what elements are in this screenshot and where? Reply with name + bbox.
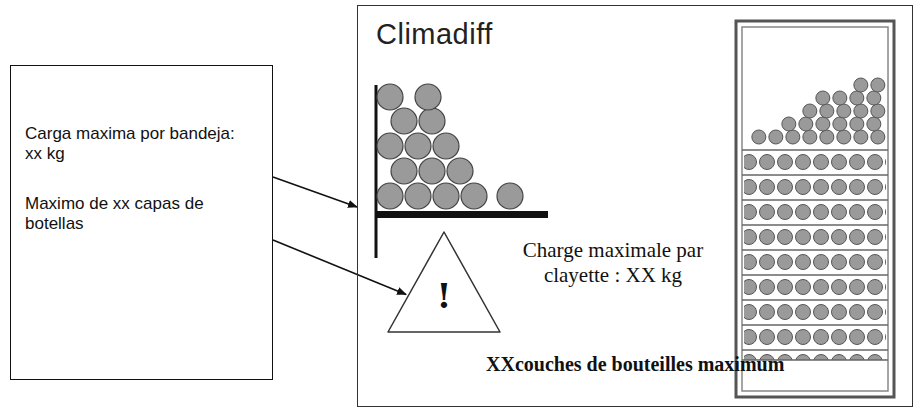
bottle	[377, 84, 403, 110]
bottle	[419, 158, 445, 184]
callout-box: Carga maxima por bandeja: xx kg Maximo de…	[10, 65, 273, 380]
bottle	[769, 130, 783, 144]
warning-mark: !	[386, 276, 502, 316]
wine-rack	[736, 21, 894, 397]
bottle	[820, 130, 834, 144]
bottle	[391, 108, 417, 134]
bottle	[854, 104, 868, 118]
spanish-note: Maximo de xx capas de botellas	[25, 194, 225, 234]
bottle	[833, 117, 847, 131]
french-note: XXcouches de bouteilles maximum	[486, 353, 784, 376]
spanish-note: Carga maxima por bandeja: xx kg	[25, 124, 240, 164]
bottle	[871, 78, 885, 92]
bottle	[786, 130, 800, 144]
bottle	[433, 133, 459, 159]
rack-shelf	[742, 174, 888, 176]
bottle	[837, 130, 851, 144]
bottle	[391, 158, 417, 184]
bottle	[816, 91, 830, 105]
bottle	[854, 130, 868, 144]
bottle	[752, 130, 766, 144]
bottle	[782, 117, 796, 131]
bottle	[854, 78, 868, 92]
bottle	[820, 104, 834, 118]
bottle	[837, 104, 851, 118]
bottle	[419, 108, 445, 134]
bottle	[433, 183, 459, 209]
rack-shelf	[742, 199, 888, 201]
rack-shelf	[742, 149, 888, 151]
bottle	[799, 117, 813, 131]
bottle	[816, 117, 830, 131]
bottle	[871, 104, 885, 118]
leader-arrow	[273, 240, 406, 294]
bottle	[405, 183, 431, 209]
bottle	[377, 183, 403, 209]
bottle	[803, 104, 817, 118]
rack-shelf	[742, 299, 888, 301]
brand-logo: Climadiff	[376, 18, 493, 51]
rack-shelf	[742, 324, 888, 326]
bottle	[447, 158, 473, 184]
rack-shelf	[742, 349, 888, 351]
shelf-pile	[376, 84, 548, 258]
bottle	[377, 133, 403, 159]
bottle	[850, 117, 864, 131]
bottle	[803, 130, 817, 144]
bottle	[867, 91, 881, 105]
bottle	[850, 91, 864, 105]
rack-shelf	[742, 274, 888, 276]
bottle	[405, 133, 431, 159]
bottle	[497, 183, 523, 209]
french-note: Charge maximale par clayette : XX kg	[508, 238, 718, 288]
bottle	[415, 84, 441, 110]
label-panel: ClimadiffCharge maximale par clayette : …	[357, 5, 913, 407]
bottle	[833, 91, 847, 105]
rack-shelf	[742, 249, 888, 251]
bottle	[871, 130, 885, 144]
leader-arrow	[273, 177, 357, 207]
rack-shelf	[742, 224, 888, 226]
bottle	[461, 183, 487, 209]
warning-triangle: !	[386, 230, 502, 334]
bottle	[867, 117, 881, 131]
